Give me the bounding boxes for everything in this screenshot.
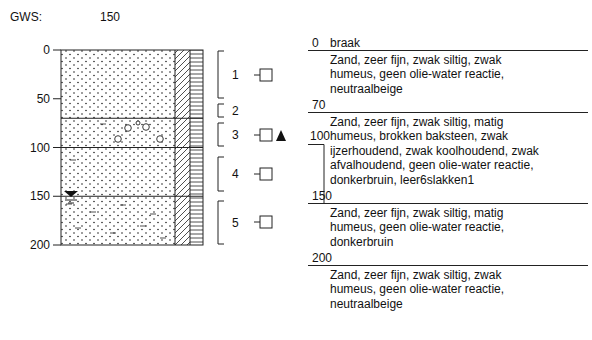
layer-depth: 200 bbox=[312, 251, 332, 266]
depth-tick: 0 bbox=[43, 43, 50, 58]
depth-tick: 100 bbox=[30, 141, 50, 156]
brick-fragments bbox=[115, 121, 164, 142]
separator-line bbox=[308, 265, 588, 266]
surface-label: braak bbox=[330, 36, 360, 51]
gws-value: 150 bbox=[100, 10, 120, 25]
sample-jars bbox=[254, 69, 286, 228]
sample-number: 4 bbox=[232, 167, 239, 182]
depth-tick: 150 bbox=[30, 189, 50, 204]
groundwater-marker bbox=[64, 191, 78, 203]
layer-description: Zand, zeer fijn, zwak siltig, matig hume… bbox=[330, 115, 548, 188]
layer-depth: 150 bbox=[312, 189, 332, 204]
log-outline bbox=[61, 50, 203, 245]
sample-number: 5 bbox=[232, 216, 239, 231]
silt-dashes bbox=[66, 124, 166, 238]
sample-number: 2 bbox=[232, 104, 239, 119]
layer-depth: 70 bbox=[312, 98, 325, 113]
layer-depth: 0 bbox=[312, 36, 319, 51]
layer-depth: 100 bbox=[310, 129, 330, 144]
depth-axis bbox=[53, 50, 61, 245]
separator-line bbox=[308, 50, 588, 51]
separator-line bbox=[308, 112, 588, 113]
layer-description: Zand, zeer fijn, zwak siltig, zwak humeu… bbox=[330, 268, 548, 312]
sample-brackets bbox=[218, 51, 224, 244]
separator-line bbox=[308, 203, 588, 204]
depth-tick: 50 bbox=[37, 92, 50, 107]
layer-description: Zand, zeer fijn, zwak siltig, zwak humeu… bbox=[330, 53, 548, 97]
sample-number: 3 bbox=[232, 128, 239, 143]
layer-description: Zand, zeer fijn, zwak siltig, matig hume… bbox=[330, 206, 548, 250]
sample-number: 1 bbox=[232, 68, 239, 83]
depth-tick: 200 bbox=[30, 238, 50, 253]
gws-label: GWS: bbox=[10, 10, 42, 25]
